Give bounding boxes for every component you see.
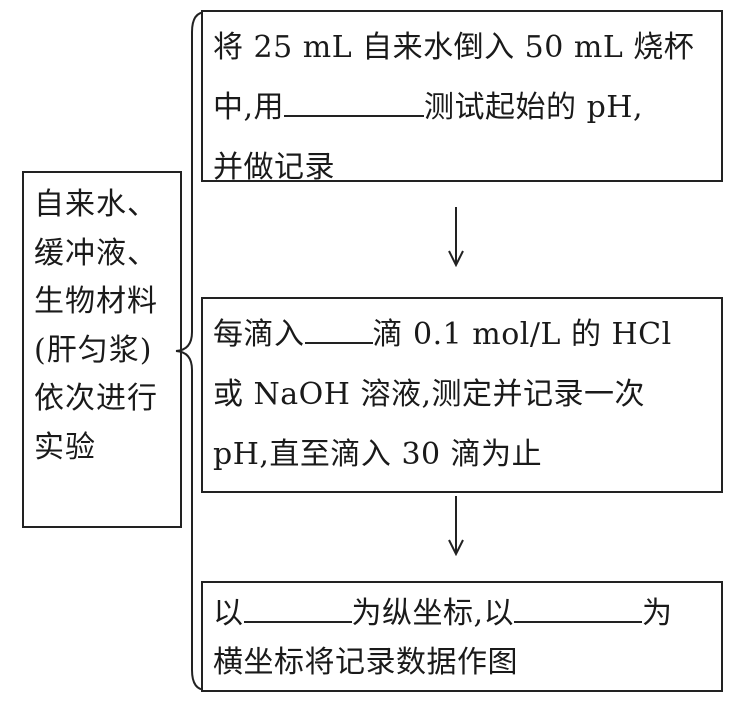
- answer-blank[interactable]: [514, 593, 643, 623]
- materials-line: 实验: [34, 429, 96, 465]
- step-2-text: 滴 0.1 mol/L 的 HCl: [372, 317, 672, 352]
- step-1-text: 测试起始的 pH,: [424, 90, 643, 125]
- materials-line: 自来水、: [34, 187, 158, 222]
- materials-box: 自来水、 缓冲液、 生物材料 (肝匀浆) 依次进行 实验: [22, 171, 182, 528]
- step-1-line-2: 中,用 测试起始的 pH,: [213, 78, 711, 138]
- answer-blank[interactable]: [243, 593, 352, 623]
- step-1-box: 将 25 mL 自来水倒入 50 mL 烧杯 中,用 测试起始的 pH, 并做记录: [201, 10, 723, 185]
- step-1-text: 中,用: [213, 90, 285, 125]
- materials-line: 依次进行: [34, 381, 158, 416]
- answer-blank[interactable]: [284, 87, 425, 117]
- answer-blank[interactable]: [304, 314, 373, 344]
- step-2-line-2: 或 NaOH 溶液,测定并记录一次: [213, 377, 646, 412]
- step-2-line-3: pH,直至滴入 30 滴为止: [213, 437, 543, 472]
- step-3-line-1: 以 为纵坐标,以 为: [213, 589, 711, 638]
- materials-line: (肝匀浆): [34, 332, 153, 368]
- step-3-text: 为纵坐标,以: [351, 596, 515, 631]
- materials-line: 生物材料: [34, 284, 158, 319]
- step-3-box: 以 为纵坐标,以 为 横坐标将记录数据作图: [201, 581, 723, 692]
- step-3-text: 以: [213, 596, 244, 631]
- step-2-text: 每滴入: [213, 317, 305, 352]
- step-3-line-2: 横坐标将记录数据作图: [213, 645, 518, 680]
- curly-brace: [175, 11, 207, 691]
- step-1-line-3: 并做记录: [213, 150, 335, 185]
- step-3-text: 为: [642, 596, 673, 631]
- step-2-box: 每滴入 滴 0.1 mol/L 的 HCl 或 NaOH 溶液,测定并记录一次 p…: [201, 297, 723, 493]
- materials-line: 缓冲液、: [34, 235, 158, 271]
- step-1-line-1: 将 25 mL 自来水倒入 50 mL 烧杯: [213, 30, 695, 65]
- down-arrow-icon: [448, 207, 464, 267]
- down-arrow-icon: [448, 496, 464, 556]
- step-2-line-1: 每滴入 滴 0.1 mol/L 的 HCl: [213, 305, 711, 365]
